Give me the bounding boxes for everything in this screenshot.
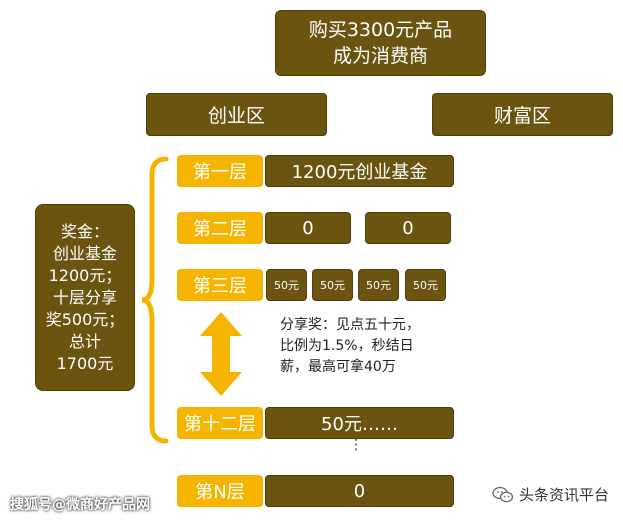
continuation-ellipsis: ⋮ bbox=[349, 437, 363, 453]
level-1-label: 第一层 bbox=[177, 155, 263, 187]
level-n-value: 0 bbox=[265, 475, 454, 507]
purchase-condition-box: 购买3300元产品 成为消费商 bbox=[275, 10, 486, 76]
watermark-left: 搜狐号@微商好产品网 bbox=[10, 497, 150, 513]
level-2-left-value: 0 bbox=[265, 212, 351, 244]
level-3-value-3: 50元 bbox=[358, 269, 399, 301]
level-3-label: 第三层 bbox=[177, 269, 263, 301]
purchase-line-1: 购买3300元产品 bbox=[308, 19, 453, 41]
wealth-zone-box: 财富区 bbox=[432, 93, 613, 136]
level-n-label: 第N层 bbox=[177, 475, 263, 507]
left-curly-brace-icon bbox=[141, 156, 169, 444]
level-12-label: 第十二层 bbox=[177, 407, 263, 439]
wechat-icon bbox=[492, 486, 514, 502]
watermark-right: 头条资讯平台 bbox=[492, 484, 609, 505]
level-1-value: 1200元创业基金 bbox=[265, 155, 454, 187]
double-vertical-arrow-icon bbox=[200, 312, 242, 396]
level-2-right-value: 0 bbox=[365, 212, 451, 244]
bonus-summary-box: 奖金： 创业基金 1200元； 十层分享 奖500元； 总计 1700元 bbox=[35, 204, 135, 391]
level-2-label: 第二层 bbox=[177, 212, 263, 244]
level-3-value-1: 50元 bbox=[266, 269, 307, 301]
purchase-line-2: 成为消费商 bbox=[332, 45, 428, 67]
level-3-value-4: 50元 bbox=[405, 269, 446, 301]
share-bonus-note: 分享奖：见点五十元， 比例为1.5%，秒结日 薪，最高可拿40万 bbox=[280, 317, 420, 375]
level-3-value-2: 50元 bbox=[312, 269, 353, 301]
watermark-right-text: 头条资讯平台 bbox=[518, 486, 609, 504]
startup-zone-box: 创业区 bbox=[146, 93, 327, 136]
level-12-value: 50元…… bbox=[265, 407, 454, 439]
